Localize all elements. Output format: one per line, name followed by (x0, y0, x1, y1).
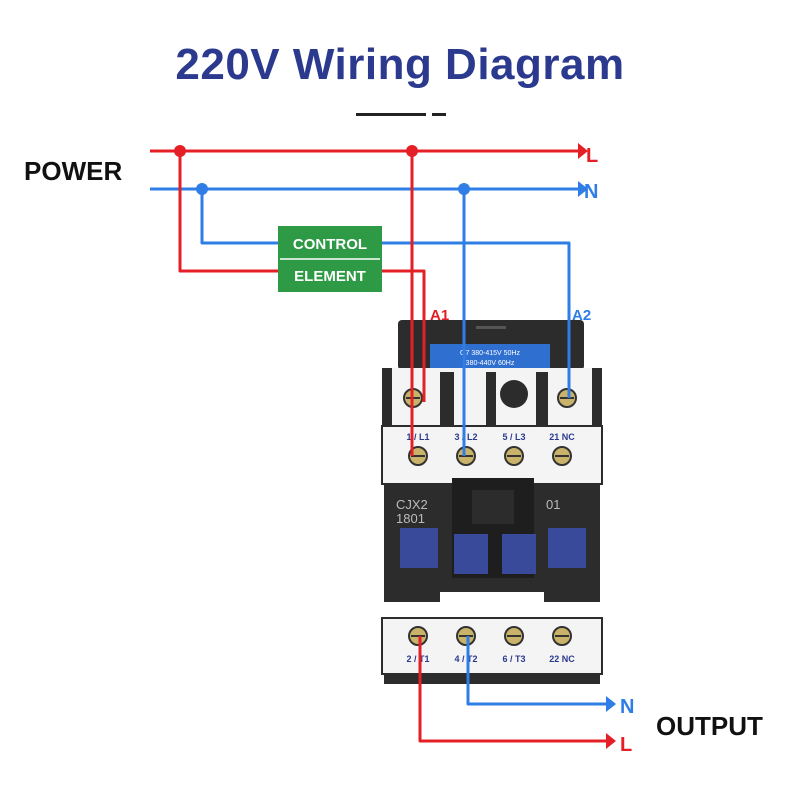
control-element-label-1: CONTROL (293, 236, 367, 253)
line-label-output: L (620, 734, 632, 756)
terminal-label-22nc: 22 NC (549, 654, 575, 664)
junction-dot (406, 145, 418, 157)
terminal-label-l1: 1 / L1 (406, 432, 429, 442)
arrow-right-icon (578, 181, 588, 197)
control-feed-neutral-wire (200, 189, 280, 245)
line-label-power: L (586, 145, 598, 167)
output-label: OUTPUT (656, 711, 763, 741)
marker-slot (440, 592, 544, 618)
terminal-label-l3: 5 / L3 (502, 432, 525, 442)
neutral-label-output: N (620, 696, 634, 718)
status-indicator (500, 380, 528, 408)
rib (440, 372, 454, 426)
contact-window-3 (502, 534, 536, 574)
contactor-base (384, 674, 600, 684)
screw-t1 (408, 626, 428, 646)
junction-dot (196, 183, 208, 195)
rib (486, 372, 496, 426)
contact-window-4 (548, 528, 586, 568)
bottom-terminal-block (381, 617, 603, 675)
screw-l2 (456, 446, 476, 466)
model-line-1: CJX2 (396, 497, 428, 512)
title-underline-short (432, 113, 446, 116)
contact-window-1 (400, 528, 438, 568)
screw-t3 (504, 626, 524, 646)
power-label: POWER (24, 156, 122, 186)
terminal-label-t2: 4 / T2 (454, 654, 477, 664)
terminal-label-t1: 2 / T1 (406, 654, 429, 664)
contactor-slot (476, 326, 506, 329)
a2-wire (382, 241, 571, 398)
junction-dot (458, 183, 470, 195)
terminal-label-l2: 3 / L2 (454, 432, 477, 442)
screw-a2 (557, 388, 577, 408)
contact-config: 01 (546, 497, 560, 512)
armature-window (472, 490, 514, 524)
screw-l3 (504, 446, 524, 466)
terminal-label-t3: 6 / T3 (502, 654, 525, 664)
control-feed-line-wire (178, 151, 280, 273)
page-title: 220V Wiring Diagram (175, 40, 625, 89)
terminal-label-21nc: 21 NC (549, 432, 575, 442)
junction-dot (174, 145, 186, 157)
neutral-label-power: N (584, 181, 598, 203)
model-line-2: 1801 (396, 511, 425, 526)
arrow-right-icon (606, 696, 616, 712)
rating-label (430, 344, 550, 370)
contact-window-2 (454, 534, 488, 574)
a1-wire (382, 269, 426, 402)
output-neutral-wire (466, 636, 608, 706)
arrow-right-icon (606, 733, 616, 749)
screw-t2 (456, 626, 476, 646)
arrow-right-icon (578, 143, 588, 159)
output-line-wire (418, 636, 608, 743)
a1-label: A1 (430, 307, 449, 324)
rating-line-2: 380-440V 60Hz (466, 360, 515, 367)
screw-22nc (552, 626, 572, 646)
rib (536, 372, 548, 426)
wires (150, 149, 608, 743)
screw-21nc (552, 446, 572, 466)
rating-line-1: Q7 380-415V 50Hz (460, 350, 520, 357)
control-element-label-2: ELEMENT (294, 268, 366, 285)
title-underline (356, 113, 426, 116)
a2-label: A2 (572, 307, 591, 324)
